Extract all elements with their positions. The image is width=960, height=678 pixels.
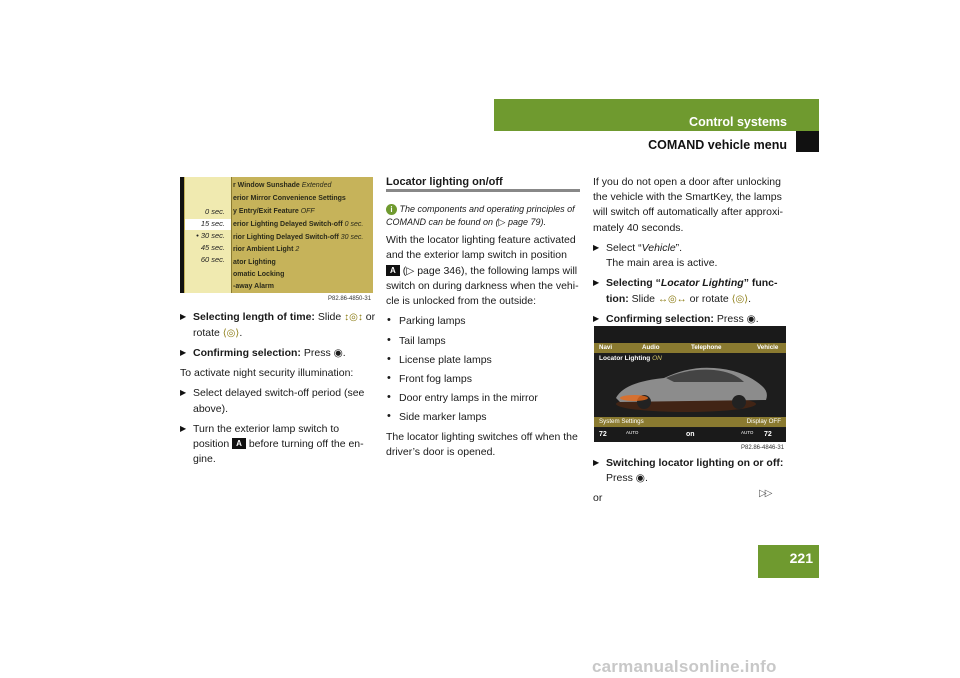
- list-item: Door entry lamps in the mirror: [386, 390, 582, 406]
- column-left: Selecting length of time: Slide ↕◎↕ or r…: [180, 310, 378, 473]
- step-item: Turn the exterior lamp switch to positio…: [180, 422, 378, 468]
- menu-item: erior Lighting Delayed Switch-off 0 sec.: [233, 221, 364, 228]
- list-item: Parking lamps: [386, 313, 582, 329]
- menu-item: -away Alarm: [233, 283, 274, 290]
- climate-status-bar: 72 AUTO on AUTO 72: [594, 428, 786, 442]
- time-option: • 30 sec.: [196, 231, 225, 240]
- menu-item: omatic Locking: [233, 271, 285, 278]
- time-options-panel: 0 sec. 15 sec. • 30 sec. 45 sec. 60 sec.: [185, 177, 232, 293]
- press-controller-icon: ◉: [746, 313, 756, 326]
- delayed-switchoff-menu-figure: 0 sec. 15 sec. • 30 sec. 45 sec. 60 sec.…: [180, 177, 373, 293]
- display-status-bar: [594, 326, 786, 343]
- section-heading: Locator lighting on/off: [386, 176, 503, 188]
- step-item: Confirming selection: Press ◉.: [593, 312, 791, 327]
- menu-scroll-indicator: [180, 177, 184, 293]
- step-item: Switching locator lighting on or off: Pr…: [593, 456, 791, 486]
- menu-item: ator Lighting: [233, 259, 276, 266]
- press-controller-icon: ◉: [333, 347, 343, 359]
- info-note: i The components and operating principle…: [386, 204, 575, 227]
- list-item: Front fog lamps: [386, 371, 582, 387]
- figure-code: P82.86-4846-31: [741, 445, 785, 451]
- paragraph: With the locator lighting feature activa…: [386, 234, 579, 308]
- rotate-controller-icon: ⟨◎⟩: [222, 327, 240, 339]
- header-marker: [796, 131, 819, 152]
- column-right-lower: Switching locator lighting on or off: Pr…: [593, 456, 791, 512]
- paragraph: The locator lighting switches off when t…: [386, 430, 578, 458]
- rotate-controller-icon: ⟨◎⟩: [731, 293, 749, 305]
- lamp-switch-position-a: A: [386, 264, 400, 276]
- paragraph: To activate night security illumination:: [180, 367, 354, 380]
- list-item: Tail lamps: [386, 332, 582, 349]
- display-bottom-bar: System Settings Display OFF: [594, 417, 786, 427]
- step-item: Select delayed switch-off period (see ab…: [180, 386, 378, 416]
- menu-item: rior Lighting Delayed Switch-off 30 sec.: [233, 234, 364, 241]
- display-tab-bar: Navi Audio Telephone Vehicle: [594, 343, 786, 353]
- list-item: Side marker lamps: [386, 409, 582, 425]
- list-item: License plate lamps: [386, 352, 582, 368]
- page-number: 221: [758, 545, 819, 578]
- figure-code: P82.86-4850-31: [328, 296, 372, 302]
- tab-navi: Navi: [599, 344, 613, 351]
- tab-telephone: Telephone: [691, 344, 722, 351]
- paragraph: or: [593, 492, 603, 505]
- time-option: 60 sec.: [200, 255, 225, 264]
- header-band: [494, 99, 819, 131]
- watermark: carmanualsonline.info: [592, 657, 777, 676]
- paragraph: If you do not open a door after unlockin…: [593, 176, 784, 234]
- tab-audio: Audio: [642, 344, 660, 351]
- slide-controller-icon: ↕◎↕: [344, 312, 363, 323]
- continued-arrow: ▷▷: [759, 488, 772, 499]
- step-item: Select “Vehicle”. The main area is activ…: [593, 241, 791, 271]
- locator-lighting-status: Locator Lighting ON: [599, 355, 662, 362]
- press-controller-icon: ◉: [635, 472, 645, 485]
- lamp-switch-position-a: A: [232, 438, 246, 450]
- comand-display-figure: Navi Audio Telephone Vehicle Locator Lig…: [594, 326, 786, 442]
- heading-rule: [386, 189, 580, 192]
- column-middle: i The components and operating principle…: [386, 203, 582, 465]
- step-item: Confirming selection: Press ◉.: [180, 346, 378, 361]
- menu-item: r Window Sunshade Extended: [233, 182, 332, 189]
- tab-vehicle: Vehicle: [757, 344, 779, 351]
- step-item: Selecting length of time: Slide ↕◎↕ or r…: [180, 310, 378, 341]
- time-option: 45 sec.: [200, 243, 225, 252]
- time-option: 0 sec.: [204, 207, 225, 216]
- slide-controller-icon: ↔◎↔: [657, 293, 687, 305]
- car-illustration: [616, 367, 767, 412]
- menu-item: erior Mirror Convenience Settings: [233, 195, 346, 202]
- menu-item: y Entry/Exit Feature OFF: [233, 208, 315, 215]
- column-right: If you do not open a door after unlockin…: [593, 175, 791, 332]
- subsection-title: COMAND vehicle menu: [648, 138, 787, 152]
- section-title: Control systems: [689, 115, 787, 129]
- info-icon: i: [386, 204, 397, 215]
- menu-item: rior Ambient Light 2: [233, 246, 300, 253]
- time-option-selected: 15 sec.: [185, 219, 231, 230]
- step-item: Selecting “Locator Lighting” func-tion: …: [593, 276, 791, 307]
